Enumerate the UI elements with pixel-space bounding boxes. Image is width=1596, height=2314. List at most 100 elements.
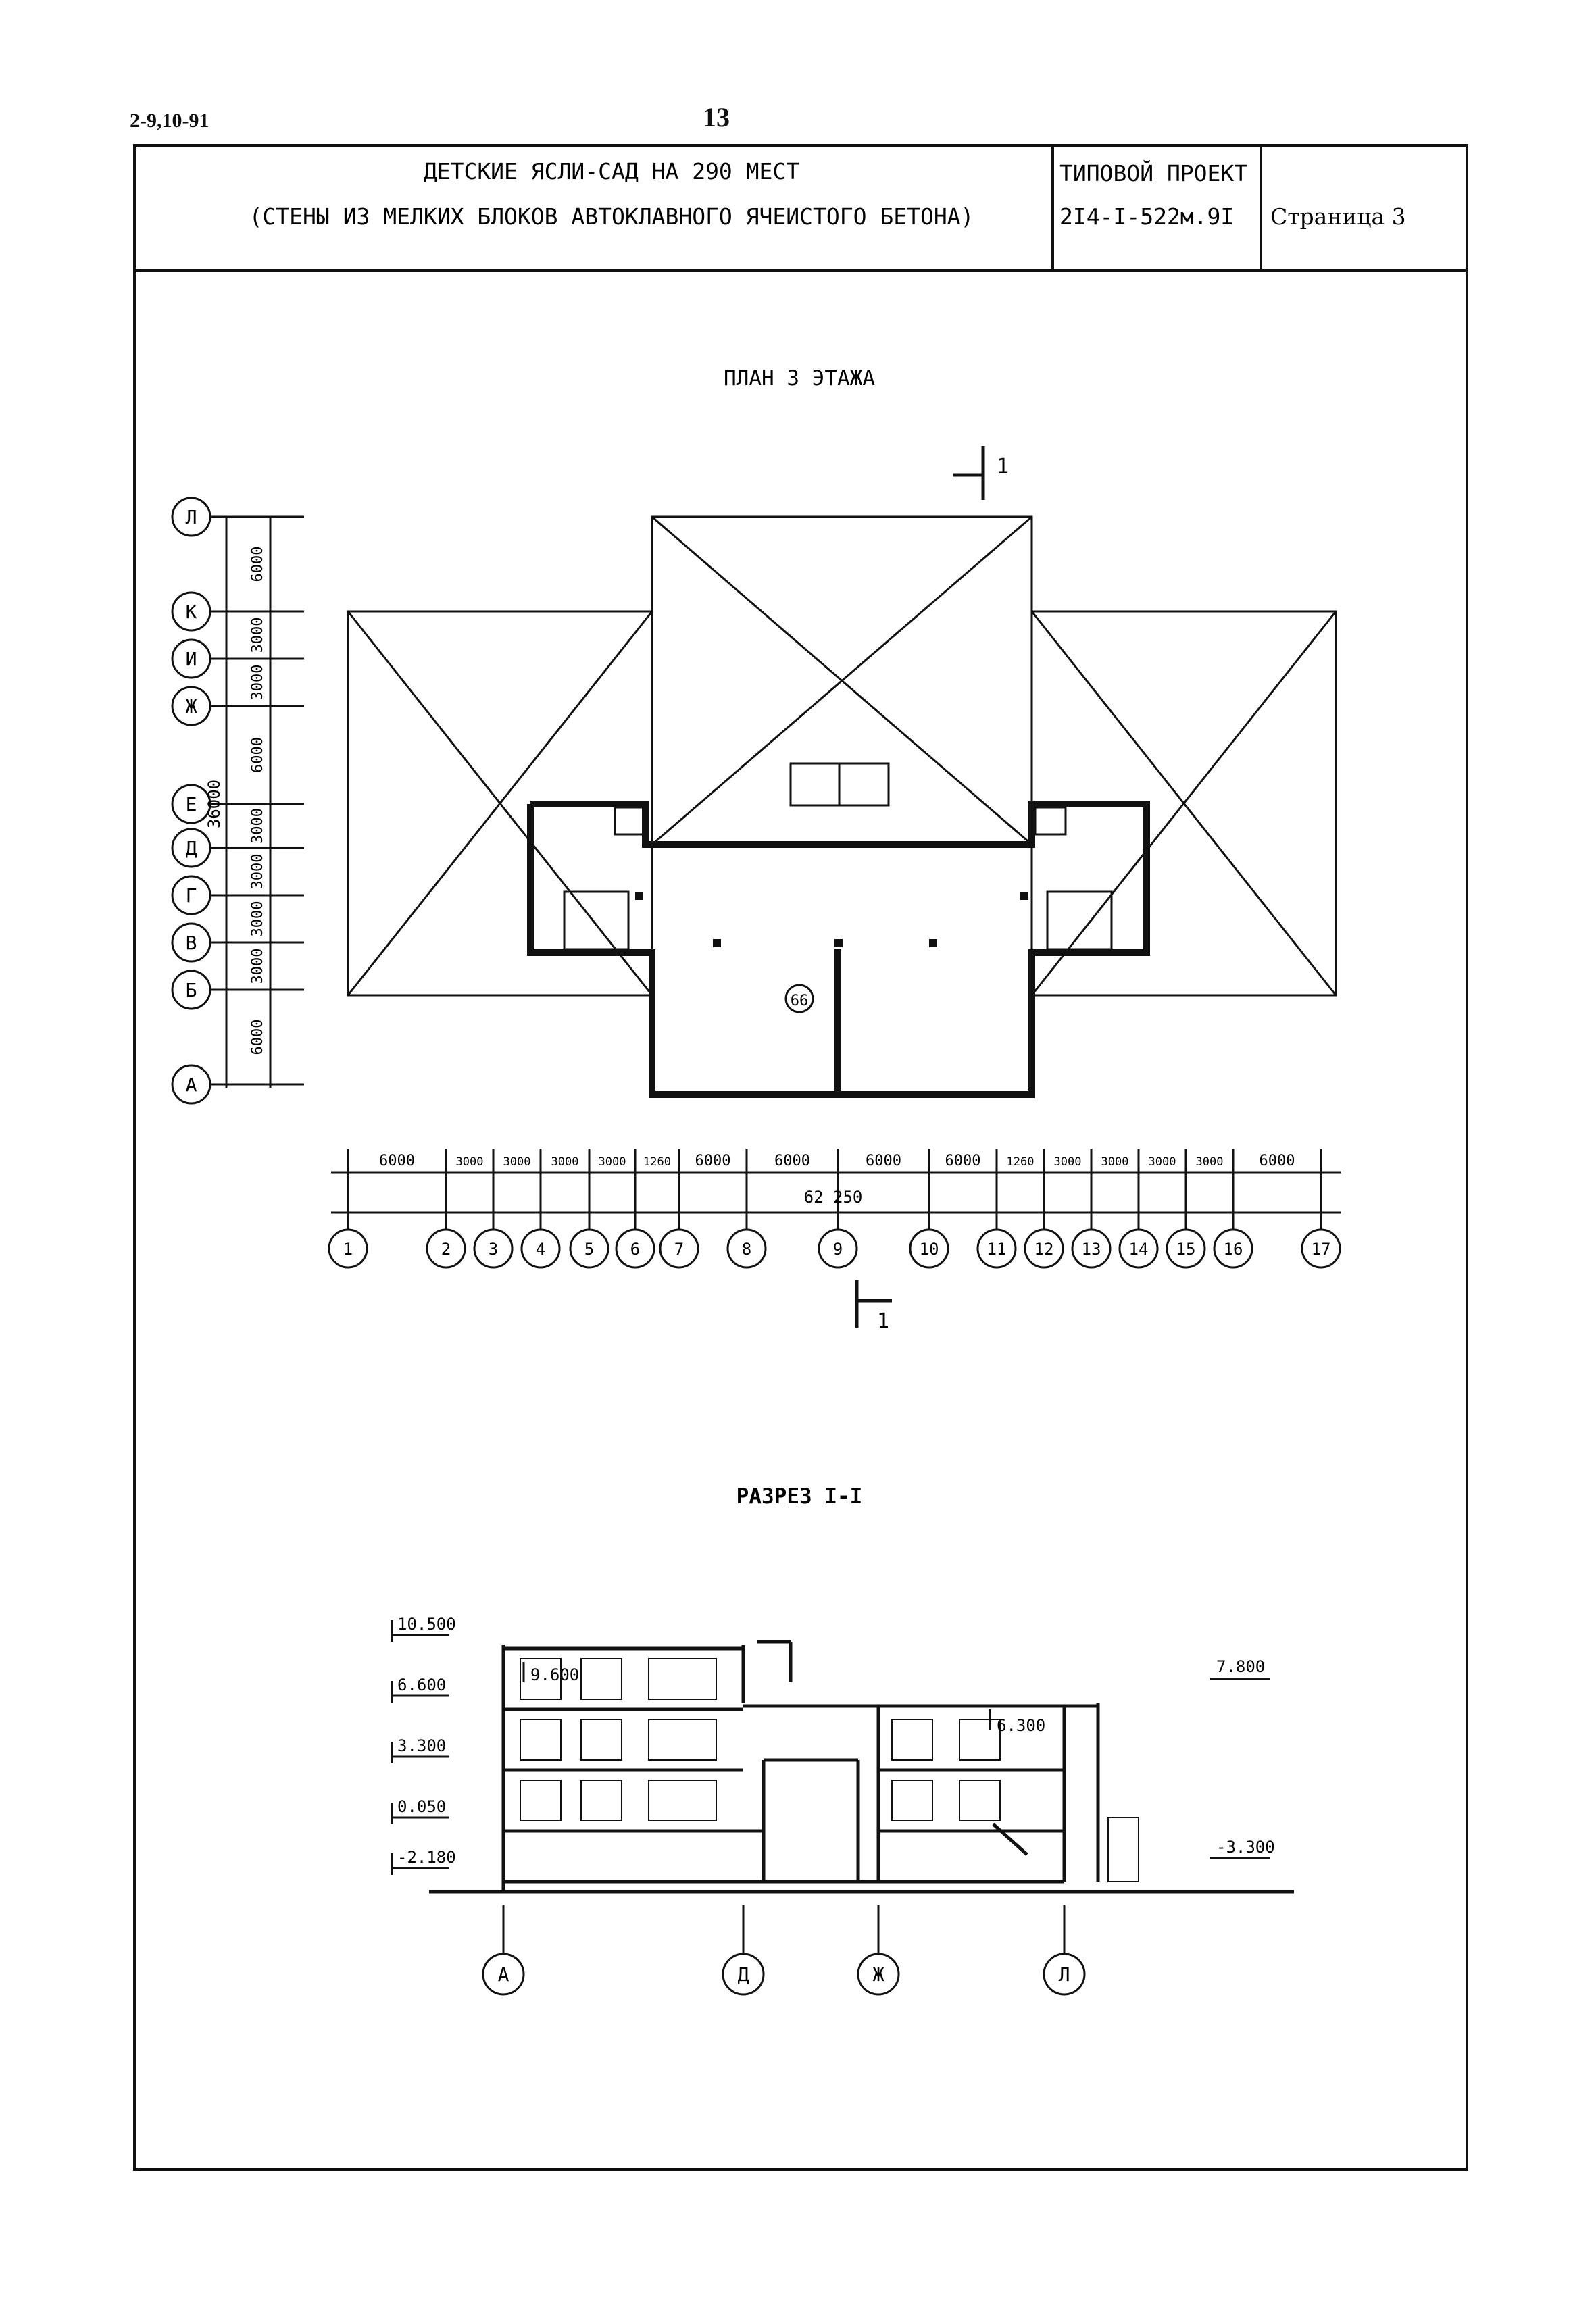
- row-axis-label: Ж: [186, 695, 197, 718]
- column-dimension: 3000: [599, 1155, 626, 1169]
- column-dimension: 3000: [1054, 1155, 1082, 1169]
- row-dimension: 6000: [249, 1020, 266, 1055]
- column-axis-bubble: [520, 1228, 561, 1269]
- title-line-2: (СТЕНЫ ИЗ МЕЛКИХ БЛОКОВ АВТОКЛАВНОГО ЯЧЕ…: [249, 203, 974, 230]
- section-axis-label: Л: [1059, 1963, 1070, 1986]
- column-dimension: 3000: [1101, 1155, 1129, 1169]
- row-dimension: 3000: [249, 808, 266, 844]
- level-label: -2.180: [397, 1848, 456, 1867]
- level-label: 3.300: [397, 1736, 446, 1755]
- section-axis-label: А: [498, 1963, 509, 1986]
- column-dimension: 1260: [643, 1155, 671, 1169]
- row-axis-label: Б: [186, 979, 197, 1001]
- row-axis-bubble: [171, 784, 211, 824]
- row-dimension: 3000: [249, 854, 266, 890]
- column-axis-label: 7: [674, 1240, 684, 1259]
- row-axis-label: Д: [186, 837, 197, 859]
- column-dimension: 6000: [774, 1153, 810, 1169]
- column-axis-label: 5: [584, 1240, 594, 1259]
- level-label: 6.600: [397, 1676, 446, 1694]
- column-axis-bubble: [1118, 1228, 1159, 1269]
- column-dimension: 3000: [551, 1155, 579, 1169]
- row-axis-label: К: [186, 601, 197, 623]
- section-cut-marker-top: [953, 446, 985, 500]
- column-axis-bubble: [976, 1228, 1017, 1269]
- level-label: 10.500: [397, 1615, 456, 1634]
- plan-title: ПЛАН 3 ЭТАЖА: [724, 366, 875, 391]
- row-axis-bubble: [171, 970, 211, 1010]
- row-axis-label: А: [186, 1074, 197, 1096]
- section-mark-top: 1: [997, 455, 1009, 478]
- column-axis-label: 15: [1176, 1240, 1196, 1259]
- column-dimension: 3000: [1149, 1155, 1176, 1169]
- column-axis-bubble: [1071, 1228, 1112, 1269]
- room-number: 66: [791, 992, 809, 1009]
- row-axis-bubble: [171, 875, 211, 915]
- row-axis-label: Г: [186, 884, 197, 907]
- column-dimension-lines: [331, 1171, 1341, 1214]
- section-drawing: [429, 1640, 1294, 1894]
- column-dimension: 1260: [1007, 1155, 1034, 1169]
- column-axis-label: 14: [1129, 1240, 1149, 1259]
- page-number: 13: [703, 102, 730, 132]
- section-axis-bubble: [482, 1953, 525, 1996]
- column-axis-label: 9: [833, 1240, 843, 1259]
- row-axis-bubble: [171, 497, 211, 537]
- column-dimension: 3000: [1196, 1155, 1224, 1169]
- row-axis-label: И: [186, 648, 197, 670]
- project-label: ТИПОВОЙ ПРОЕКТ: [1059, 159, 1247, 186]
- section-axis-label: Ж: [873, 1963, 884, 1986]
- column-dimension: 3000: [503, 1155, 531, 1169]
- row-dimension: 3000: [249, 949, 266, 984]
- column-axis-bubble: [473, 1228, 514, 1269]
- room-number-circle: [784, 984, 814, 1013]
- row-axis-label: В: [186, 932, 197, 954]
- row-axis-bubble: [171, 591, 211, 632]
- column-axis-bubble: [1213, 1228, 1253, 1269]
- row-axes: ЛКИЖЕДГВБА600030003000600030003000300030…: [171, 497, 304, 1105]
- building-walls: [527, 801, 1150, 1098]
- row-total-dimension: 36000: [205, 780, 224, 828]
- column-axis-label: 16: [1224, 1240, 1243, 1259]
- project-code: 2I4-I-522м.9I: [1059, 203, 1234, 230]
- section-cut-marker-bottom: [855, 1280, 892, 1328]
- column-dimension: 6000: [866, 1153, 901, 1169]
- row-axis-bubble: [171, 828, 211, 868]
- row-dimension: 3000: [249, 901, 266, 937]
- column-axis-bubble: [1166, 1228, 1206, 1269]
- level-right-top: 7.800: [1216, 1657, 1265, 1676]
- row-axis-label: Е: [186, 793, 197, 815]
- row-dimension: 6000: [249, 737, 266, 773]
- row-axis-bubble: [171, 638, 211, 679]
- stairs: [563, 806, 1113, 951]
- row-dimension: 3000: [249, 665, 266, 701]
- section-axis-bubble: [1043, 1953, 1086, 1996]
- drawing-frame: [133, 144, 1468, 2171]
- column-dimension: 6000: [695, 1153, 731, 1169]
- title-line-1: ДЕТСКИЕ ЯСЛИ-САД НА 290 МЕСТ: [424, 158, 799, 184]
- section-title: РАЗРЕЗ I-I: [737, 1484, 863, 1509]
- column-axis-label: 10: [920, 1240, 939, 1259]
- column-axis-label: 3: [489, 1240, 498, 1259]
- column-axis-bubble: [818, 1228, 858, 1269]
- row-dimension: 3000: [249, 618, 266, 653]
- roof-plan: [347, 515, 1337, 997]
- column-axis-label: 8: [742, 1240, 751, 1259]
- section-axis-label: Д: [738, 1963, 749, 1986]
- row-axis-bubble: [171, 686, 211, 726]
- column-axis-label: 11: [987, 1240, 1007, 1259]
- column-dimension: 3000: [456, 1155, 484, 1169]
- row-dimension-lines: [225, 517, 272, 1088]
- column-dimension: 6000: [1260, 1153, 1295, 1169]
- column-axis-label: 2: [441, 1240, 451, 1259]
- column-axis-label: 17: [1312, 1240, 1331, 1259]
- row-axis-bubble: [171, 922, 211, 963]
- level-right-bottom: -3.300: [1216, 1838, 1275, 1857]
- column-axis-bubble: [569, 1228, 609, 1269]
- row-axis-bubble: [171, 1064, 211, 1105]
- sheet-code: 2-9,10-91: [130, 109, 209, 132]
- column-axis-label: 1: [343, 1240, 353, 1259]
